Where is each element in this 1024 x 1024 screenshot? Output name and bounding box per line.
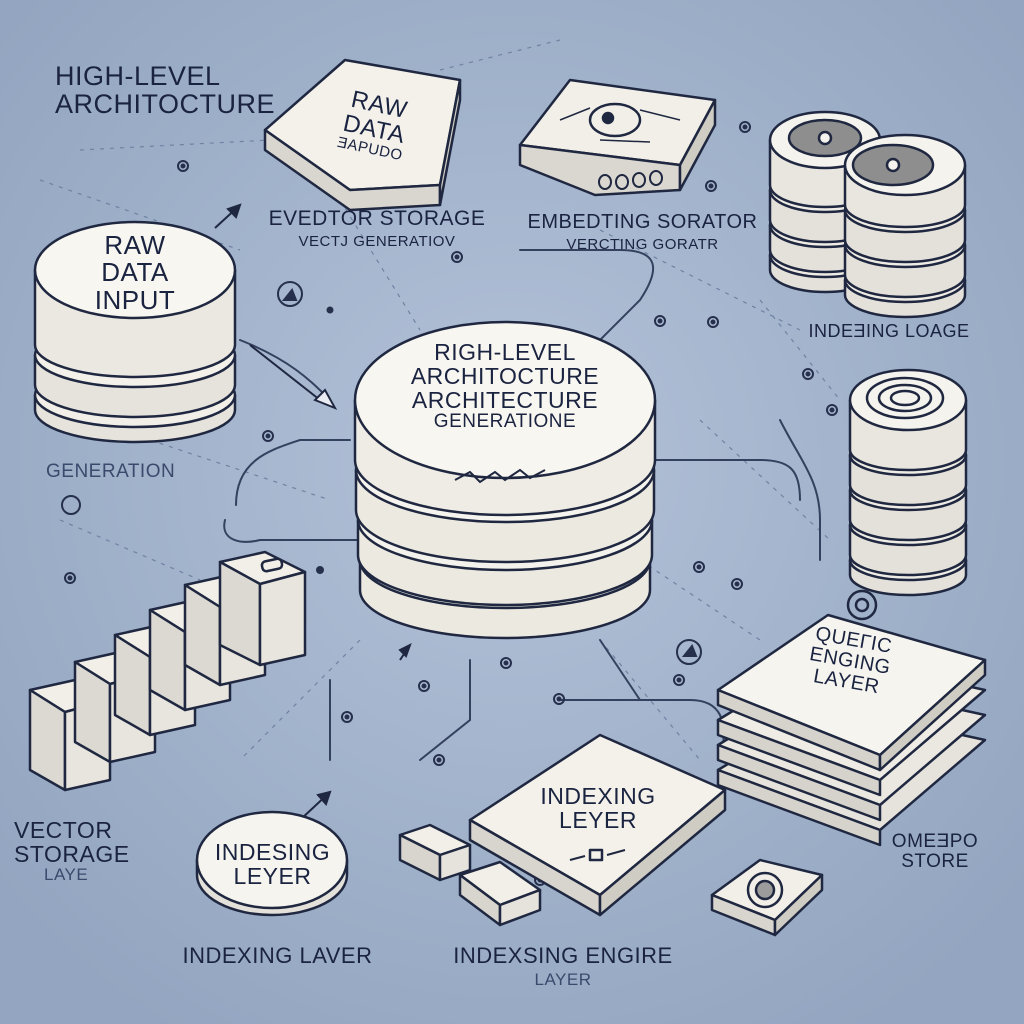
center-architecture-block — [353, 320, 657, 640]
raw-data-input-line: RAW — [104, 230, 166, 260]
vector-module-row — [28, 550, 307, 792]
guide-lines — [39, 39, 841, 761]
arrow-icon — [214, 203, 412, 821]
vector-storage-layer-line: VECTOR — [14, 817, 113, 843]
raw-data-input-line: INPUT — [94, 284, 176, 315]
center-block-line: ARCHITECTURE — [411, 387, 599, 414]
indexing-layer-bottom-label: INDEXING LAVER — [182, 943, 373, 968]
embedding-sorator-line: VERCTING GORATR — [566, 236, 719, 253]
vector-storage-layer-line: LAYE — [44, 865, 89, 885]
indeing-loage-label: INDEƎING LOAGE — [808, 321, 970, 341]
indexing-leyer-plate-label: INDEXING LEYER — [518, 784, 678, 832]
title-line: ARCHITOCTURE — [55, 89, 276, 120]
disk-stack-right — [843, 133, 967, 319]
query-engine-plate-stack — [716, 589, 987, 847]
embedding-sorator-line: EMBEDTING SORATOR — [527, 211, 758, 233]
sensor-device — [710, 858, 824, 937]
omespo-store-label: OMEƎPO STORE — [880, 832, 990, 872]
raw-data-input-cylinder — [33, 220, 237, 444]
center-block-line: GENERATIONE — [433, 411, 577, 433]
embedding-device — [518, 78, 717, 197]
raw-data-input-line: DATA — [101, 257, 169, 288]
indexsing-engine-line: INDEXSING ENGIRE — [453, 943, 673, 968]
indesing-leyer-disc-label: INDESING LEYER — [200, 840, 345, 888]
omespo-store-line: STORE — [901, 850, 969, 872]
generation-label: GENERATION — [46, 461, 176, 482]
indesing-leyer-disc-line: LEYER — [233, 863, 312, 890]
raw-data-input-label: RAW DATA INPUT — [55, 230, 215, 315]
title-label: HIGH-LEVEL ARCHITOCTURE — [55, 62, 275, 119]
center-block-label: RIGH-LEVEL ARCHITOCTURE ARCHITECTURE GEN… — [365, 340, 645, 432]
center-block-line: ARCHITOCTURE — [410, 363, 600, 390]
indexing-leyer-plate — [468, 733, 727, 917]
indesing-leyer-disc-line: INDESING — [214, 839, 331, 865]
indexsing-engine-line: LAYER — [534, 970, 592, 990]
evedtor-storage-line: VECTJ GENERATIOV — [298, 233, 456, 251]
indexing-leyer-plate-line: LEYER — [559, 807, 637, 834]
vector-storage-layer-label: VECTOR STORAGE LAYE — [14, 818, 130, 884]
indesing-leyer-disc — [195, 810, 349, 917]
indexing-leyer-plate-line: INDEXING — [540, 783, 656, 809]
omespo-store-line: OMEƎPO — [891, 831, 979, 852]
title-line: HIGH-LEVEL — [55, 61, 221, 91]
right-tall-cylinder — [848, 368, 968, 597]
module-block — [218, 550, 307, 667]
center-block-line: RIGH-LEVEL — [434, 339, 576, 365]
embedding-sorator-label: EMBEDTING SORATOR VERCTING GORATR — [520, 212, 765, 253]
vector-storage-layer-line: STORAGE — [14, 841, 130, 868]
evedtor-storage-label: EVEDTOR STORAGE VECTJ GENERATIOV — [252, 207, 502, 251]
indexsing-engine-label: INDEXSING ENGIRE LAYER — [438, 944, 688, 989]
raw-data-plate — [263, 58, 462, 212]
connector-plug — [398, 823, 542, 927]
evedtor-storage-line: EVEDTOR STORAGE — [268, 207, 486, 230]
